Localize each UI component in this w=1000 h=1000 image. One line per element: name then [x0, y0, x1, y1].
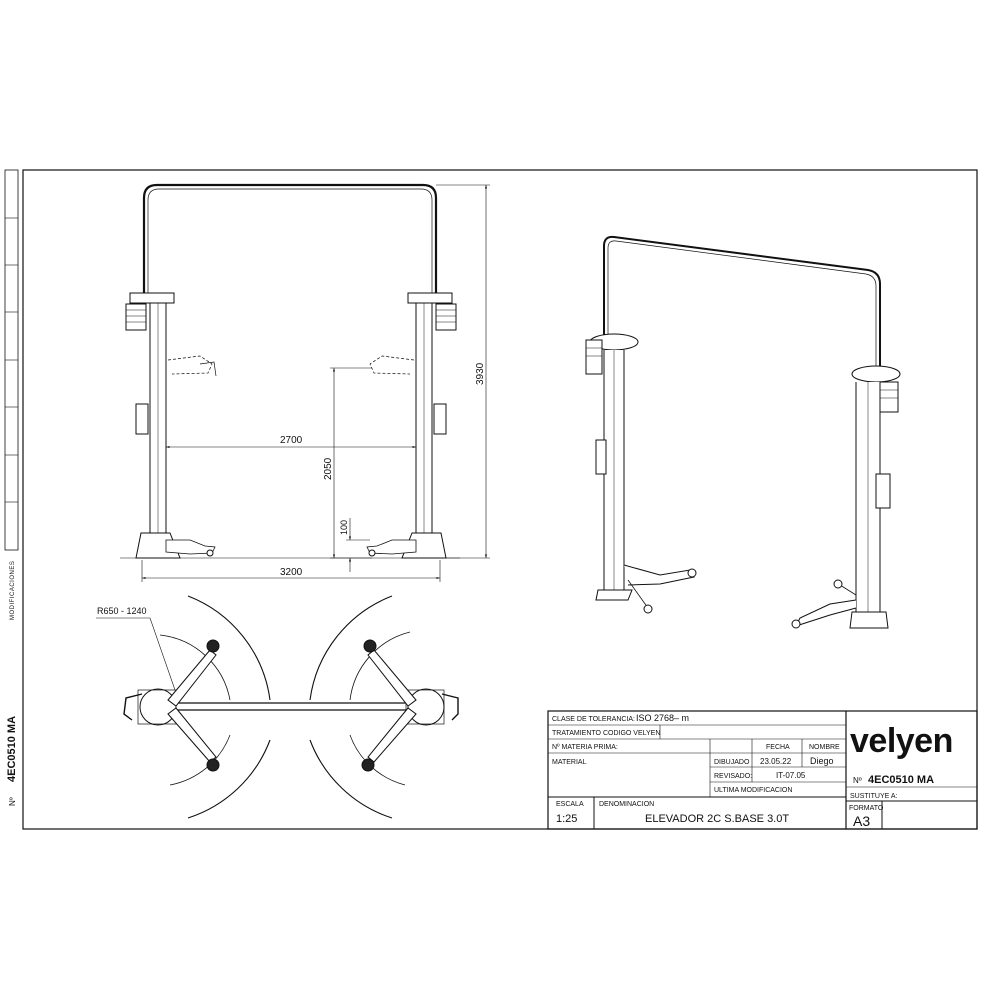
revised-value: IT-07.05	[776, 771, 806, 780]
drawing-frame	[22, 169, 978, 830]
format-label: FORMATO	[849, 805, 884, 812]
dim-2700: 2700	[280, 435, 303, 446]
denomination-label: DENOMINACION	[599, 801, 654, 808]
date-header: FECHA	[766, 744, 790, 751]
tolerance-label: CLASE DE TOLERANCIA:	[552, 716, 635, 723]
tolerance-value: ISO 2768– m	[636, 713, 689, 723]
scale-label: ESCALA	[556, 801, 584, 808]
title-block	[547, 710, 978, 830]
modifications-strip: MODIFICACIONES 4EC0510 MA Nº	[4, 169, 19, 806]
number-value: 4EC0510 MA	[868, 774, 934, 786]
number-label: Nº	[853, 776, 862, 785]
replaces-label: SUSTITUYE A:	[850, 793, 898, 800]
brand-logo: velyen	[850, 722, 953, 760]
treatment-label: TRATAMIENTO CODIGO VELYEN	[552, 730, 660, 737]
isometric-view	[585, 235, 901, 629]
side-drawing-number: 4EC0510 MA	[6, 716, 18, 782]
material-number-label: Nº MATERIA PRIMA:	[552, 744, 618, 751]
dim-100: 100	[339, 520, 349, 535]
modifications-label: MODIFICACIONES	[10, 561, 16, 620]
format-value: A3	[853, 813, 870, 829]
side-number-prefix: Nº	[8, 797, 17, 806]
name-header: NOMBRE	[809, 744, 840, 751]
drawn-name: Diego	[810, 756, 834, 766]
last-mod-label: ULTIMA MODIFICACION	[714, 787, 792, 794]
top-view	[96, 595, 459, 819]
dim-2050: 2050	[323, 457, 334, 480]
material-label: MATERIAL	[552, 759, 587, 766]
drawn-date: 23.05.22	[760, 757, 792, 766]
denomination-value: ELEVADOR 2C S.BASE 3.0T	[645, 813, 789, 825]
revised-label: REVISADO:	[714, 773, 752, 780]
scale-value: 1:25	[556, 813, 577, 825]
front-dimensions	[141, 184, 490, 582]
drawn-label: DIBUJADO	[714, 759, 750, 766]
front-view	[120, 183, 460, 559]
dim-3930: 3930	[475, 362, 486, 385]
dim-3200: 3200	[280, 567, 303, 578]
dim-radius: R650 - 1240	[97, 606, 147, 616]
